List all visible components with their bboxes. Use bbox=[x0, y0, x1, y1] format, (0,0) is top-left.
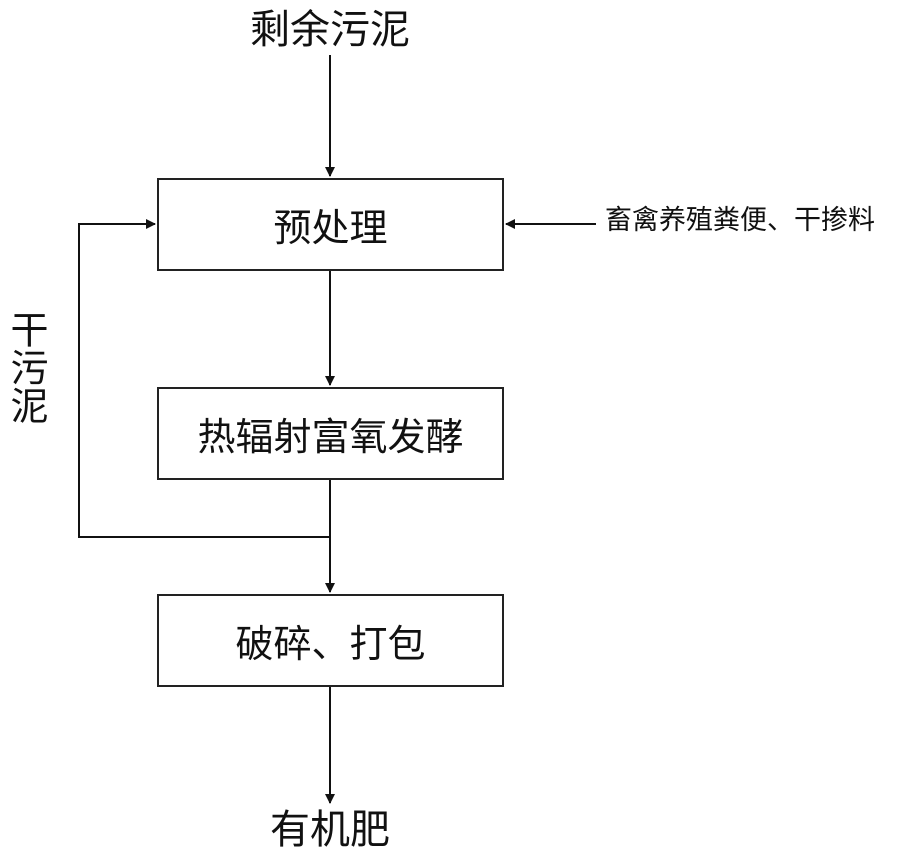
recycle-label-dry-sludge: 干污泥 bbox=[4, 310, 48, 424]
step-box-pretreatment: 预处理 bbox=[157, 178, 504, 271]
input-label-surplus-sludge: 剩余污泥 bbox=[250, 7, 410, 53]
output-label-organic-fertilizer: 有机肥 bbox=[270, 807, 390, 853]
step-label-fermentation: 热辐射富氧发酵 bbox=[197, 415, 464, 459]
step-label-crushing: 破碎、打包 bbox=[235, 622, 426, 666]
recycle-loop-line bbox=[78, 219, 330, 538]
side-input-label: 畜禽养殖粪便、干掺料 bbox=[605, 205, 875, 236]
step-label-pretreatment: 预处理 bbox=[273, 206, 388, 250]
step-box-fermentation: 热辐射富氧发酵 bbox=[157, 387, 504, 480]
step-box-crushing: 破碎、打包 bbox=[157, 594, 504, 687]
